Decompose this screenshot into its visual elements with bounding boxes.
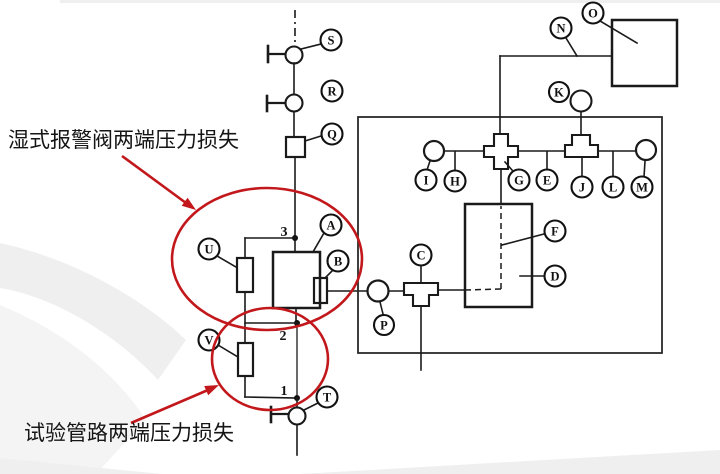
leader-line: [598, 19, 639, 45]
node-3-number: 3: [281, 225, 288, 240]
test-valve-v: [236, 341, 255, 378]
highlight-ellipse-test-line: [210, 306, 330, 412]
label-q-text: Q: [327, 128, 337, 142]
leader-line: [215, 254, 238, 269]
label-g-circle: [507, 168, 531, 192]
node-1-number: 1: [281, 384, 288, 399]
label-h-circle: [443, 169, 467, 193]
wet-alarm-valve-assembly: 3 U A B: [197, 213, 368, 344]
label-q-circle: [320, 122, 344, 146]
leader-line: [323, 269, 334, 280]
watermark-bottom-right: [300, 450, 720, 474]
watermark-swoosh: [0, 243, 186, 380]
valve-symbol-t: [287, 406, 307, 426]
label-t-circle: [315, 385, 339, 409]
main-riser-column: S R Q: [265, 10, 344, 253]
label-g-text: G: [514, 174, 524, 188]
label-i-circle: [414, 168, 438, 192]
annotation-arrow-bottom: [130, 388, 209, 425]
label-r-text: R: [327, 85, 337, 99]
label-d-text: D: [550, 270, 559, 284]
label-m-circle: [630, 175, 654, 199]
label-k-text: K: [554, 86, 564, 100]
pipe-segment: [244, 396, 298, 399]
watermark-top-band: [60, 0, 720, 3]
leader-line: [564, 36, 579, 58]
label-s-circle: [319, 28, 343, 52]
pipe-segment-dashed: [464, 288, 502, 291]
annotation-arrowhead-bottom: [204, 385, 219, 396]
annotation-arrowhead-top: [181, 197, 196, 210]
cross-fitting-g: [482, 132, 520, 171]
label-a-circle: [319, 213, 343, 237]
label-j-text: J: [579, 181, 585, 195]
label-o-text: O: [588, 7, 598, 21]
label-p-circle: [372, 313, 396, 337]
annotation-overlay: [121, 154, 364, 425]
valve-symbol-s: [284, 45, 304, 65]
pressure-gauge-i: [422, 139, 446, 163]
annotation-test-line-loss: 试验管路两端压力损失: [24, 422, 234, 445]
leader-line: [311, 231, 326, 254]
label-f-text: F: [551, 225, 559, 239]
annotation-arrow-top: [121, 154, 187, 205]
tee-fitting-c: [402, 281, 440, 308]
label-n-text: N: [556, 22, 565, 36]
label-c-text: C: [416, 249, 425, 263]
leader-line: [643, 160, 646, 178]
alarm-bell-box-o: [610, 18, 679, 88]
label-u-text: U: [204, 243, 213, 257]
label-l-circle: [601, 175, 625, 199]
alarm-devices-top: N O: [499, 1, 679, 135]
tee-fitting-j: [563, 133, 600, 159]
pressure-gauge-m: [634, 138, 658, 162]
test-pipeline-assembly: 2 V 1 T: [197, 320, 339, 456]
label-m-text: M: [636, 181, 648, 195]
label-f-circle: [543, 219, 567, 243]
leader-line: [379, 301, 384, 315]
watermark-bottom-left: [0, 458, 162, 474]
leader-line: [501, 233, 545, 246]
label-n-circle: [549, 16, 573, 40]
label-j-circle: [570, 175, 594, 199]
check-valve-square-q: [284, 135, 307, 159]
annotation-wet-alarm-valve-loss: 湿式报警阀两端压力损失: [8, 129, 239, 152]
alarm-control-panel: P C F D I H G E: [357, 80, 663, 371]
label-s-text: S: [328, 34, 335, 48]
pressure-gauge-p: [366, 279, 390, 303]
label-o-circle: [581, 1, 605, 25]
node-2-number: 2: [280, 329, 287, 344]
label-u-circle: [197, 237, 221, 261]
leader-line: [216, 343, 240, 359]
label-e-circle: [535, 168, 559, 192]
leader-line: [503, 160, 514, 172]
label-a-text: A: [326, 219, 335, 233]
label-h-text: H: [450, 175, 460, 189]
label-l-text: L: [609, 181, 617, 195]
valve-symbol-r: [284, 93, 304, 113]
label-b-text: B: [334, 255, 342, 269]
leader-line: [425, 159, 432, 172]
panel-enclosure-box: [357, 116, 663, 354]
label-i-text: I: [424, 174, 429, 188]
leader-line: [300, 43, 322, 50]
leader-line: [303, 134, 323, 143]
retard-chamber-d: [463, 202, 534, 309]
highlight-ellipse-wet-alarm-valve: [170, 186, 364, 332]
watermark-swoosh: [0, 305, 146, 474]
label-e-text: E: [543, 174, 551, 188]
leader-line: [302, 401, 320, 412]
label-t-text: T: [323, 391, 332, 405]
pressure-gauge-cock-u: [235, 256, 255, 294]
label-p-text: P: [380, 319, 388, 333]
label-b-circle: [326, 249, 350, 273]
label-r-circle: [320, 79, 344, 103]
valve-symbol-k: [569, 89, 593, 113]
label-v-text: V: [204, 334, 213, 348]
label-k-circle: [547, 80, 571, 104]
